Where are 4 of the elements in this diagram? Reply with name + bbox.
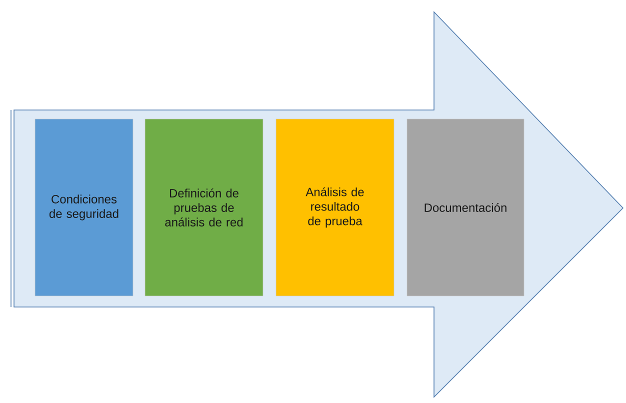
process-box: Condiciones de seguridad: [34, 118, 134, 296]
process-box: Documentación: [406, 118, 524, 296]
process-box: Definición de pruebas de análisis de red: [144, 118, 264, 296]
process-box: Análisis de resultado de prueba: [276, 118, 394, 296]
